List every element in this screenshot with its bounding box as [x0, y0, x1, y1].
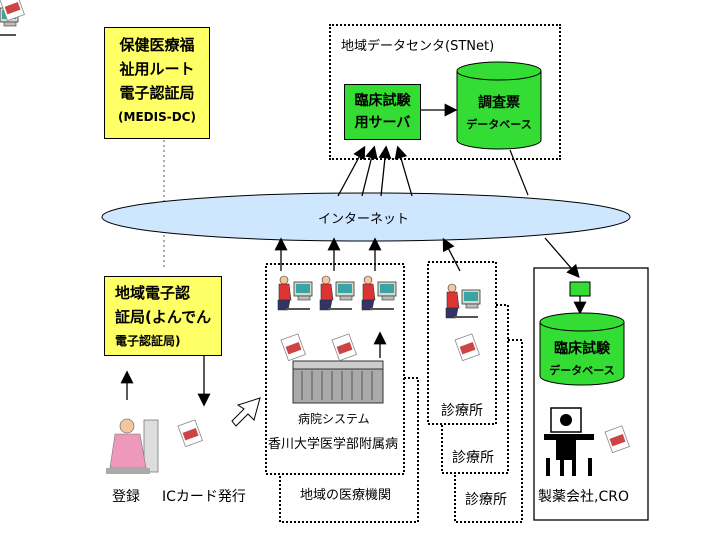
- clinic-label-3: 診療所: [465, 492, 507, 508]
- survey-db-line-1: 調査票: [478, 95, 520, 111]
- hospital-name-label: 香川大学医学部附属病: [268, 437, 399, 452]
- hospital-system-label: 病院システム: [298, 412, 370, 426]
- internet-label: インターネット: [318, 212, 410, 227]
- internet-cloud: [101, 192, 631, 242]
- pharma-db-label: 臨床試験 データベース: [540, 338, 624, 382]
- regional-ca-line-1: 地域電子認: [115, 284, 191, 302]
- pharma-label: 製薬会社,CRO: [538, 489, 629, 505]
- regional-ca-line-2: 証局(よんでん: [115, 308, 212, 326]
- medis-line-3: 電子認証局: [119, 84, 195, 102]
- registration-person-icon: [106, 418, 159, 474]
- regional-medical-label: 地域の医療機関: [300, 488, 392, 503]
- medis-line-1: 保健医療福: [119, 36, 195, 54]
- server-line-2: 用サーバ: [354, 115, 411, 131]
- medis-line-4: (MEDIS-DC): [118, 110, 196, 124]
- medis-line-2: 祉用ルート: [119, 60, 195, 78]
- regional-ca-box: 地域電子認 証局(よんでん 電子認証局): [104, 276, 222, 356]
- pharma-db-line-2: データベース: [549, 364, 615, 377]
- clinic-label-1: 診療所: [441, 403, 483, 419]
- survey-db-label: 調査票 データベース: [457, 92, 541, 136]
- ic-card-issue-label: ICカード発行: [162, 489, 246, 505]
- pharma-db-line-1: 臨床試験: [554, 341, 610, 357]
- registration-label: 登録: [112, 489, 140, 505]
- survey-db-line-2: データベース: [466, 118, 532, 131]
- regional-ca-line-3: 電子認証局): [115, 334, 181, 348]
- server-line-1: 臨床試験: [354, 93, 411, 109]
- clinical-trial-server: 臨床試験 用サーバ: [344, 84, 421, 140]
- clinic-label-2: 診療所: [452, 450, 494, 466]
- pharma-person-icon: [544, 407, 594, 476]
- data-center-frame: [329, 24, 561, 160]
- medis-dc-box: 保健医療福 祉用ルート 電子認証局 (MEDIS-DC): [104, 27, 210, 139]
- data-center-title: 地域データセンタ(STNet): [341, 39, 495, 54]
